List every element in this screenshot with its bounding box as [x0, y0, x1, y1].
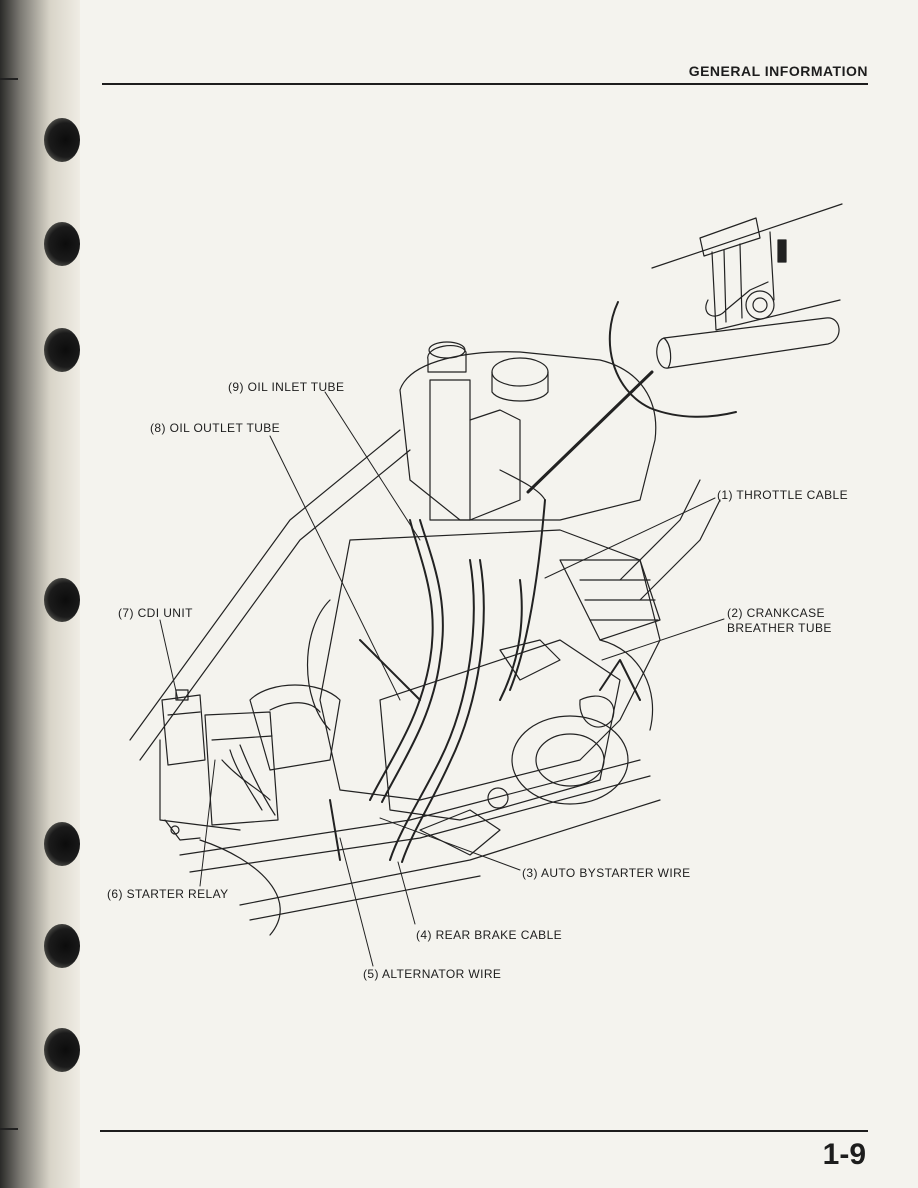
margin-mark	[0, 1128, 18, 1130]
page-number: 1-9	[822, 1138, 866, 1171]
header-rule	[102, 83, 868, 85]
margin-mark	[0, 78, 18, 80]
callout-starter-relay: (6) STARTER RELAY	[107, 887, 229, 901]
oil-tank	[399, 341, 657, 521]
binder-hole	[44, 118, 80, 162]
callout-alternator-wire: (5) ALTERNATOR WIRE	[363, 967, 502, 981]
binder-hole	[44, 578, 80, 622]
engine-case	[319, 529, 661, 856]
frame	[129, 429, 721, 936]
inset-leader	[526, 370, 654, 494]
callout-cdi-unit: (7) CDI UNIT	[118, 606, 193, 620]
callout-auto-bystarter-wire: (3) AUTO BYSTARTER WIRE	[522, 866, 691, 880]
throttle-cable-detail-inset	[608, 203, 843, 418]
callout-oil-inlet-tube: (9) OIL INLET TUBE	[228, 380, 345, 394]
binder-hole	[44, 222, 80, 266]
electrical-cluster	[159, 689, 279, 841]
section-title: GENERAL INFORMATION	[688, 63, 868, 79]
leader-lines	[159, 391, 725, 967]
callout-crankcase-breather-tube: (2) CRANKCASE BREATHER TUBE	[727, 606, 832, 635]
binder-hole	[44, 328, 80, 372]
binder-hole	[44, 1028, 80, 1072]
callout-rear-brake-cable: (4) REAR BRAKE CABLE	[416, 928, 563, 942]
binder-hole	[44, 924, 80, 968]
binder-hole	[44, 822, 80, 866]
footer-rule	[100, 1130, 868, 1132]
air-cleaner	[249, 599, 341, 771]
callout-throttle-cable: (1) THROTTLE CABLE	[717, 488, 849, 502]
callout-oil-outlet-tube: (8) OIL OUTLET TUBE	[150, 421, 281, 435]
routed-cables	[329, 499, 641, 863]
